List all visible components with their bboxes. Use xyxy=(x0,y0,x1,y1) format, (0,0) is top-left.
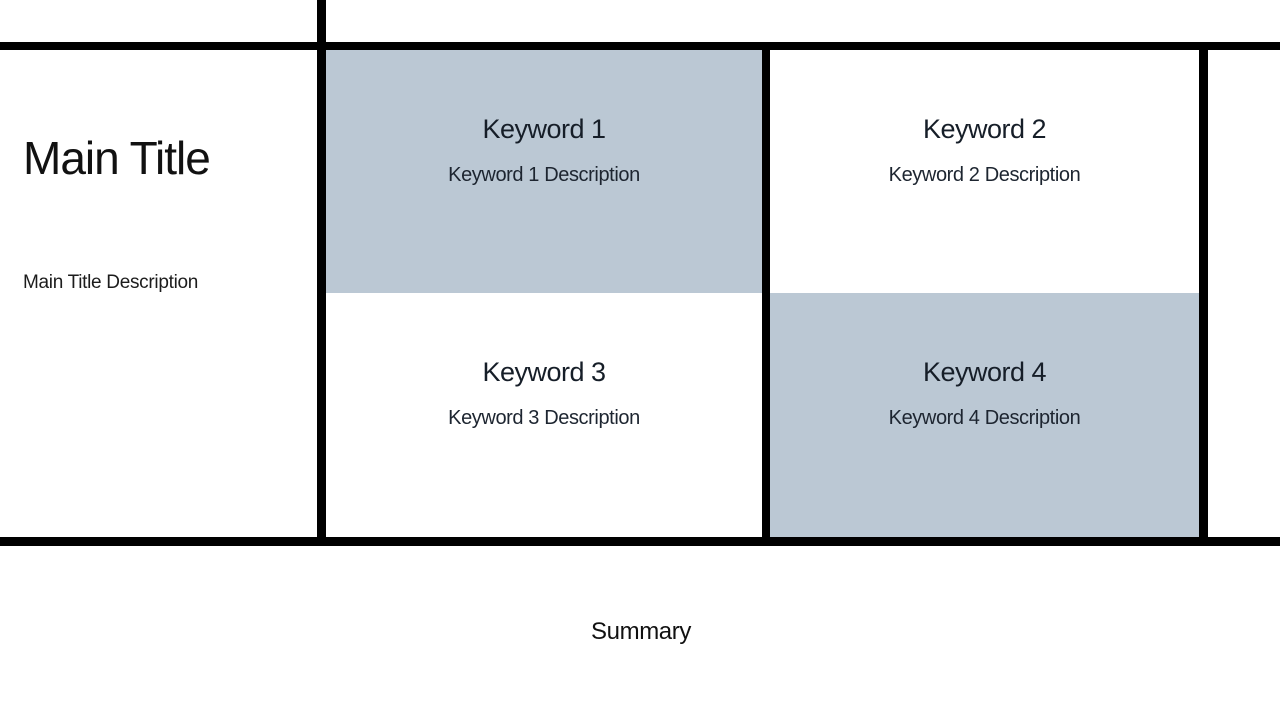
divider-vertical-middle xyxy=(762,42,770,546)
main-title-description: Main Title Description xyxy=(23,272,199,293)
keyword-cell-1: Keyword 1 Keyword 1 Description xyxy=(326,50,762,293)
keyword-3-description: Keyword 3 Description xyxy=(448,407,640,429)
keyword-cell-2: Keyword 2 Keyword 2 Description xyxy=(770,50,1199,293)
divider-horizontal-top xyxy=(0,42,1280,50)
divider-vertical-right xyxy=(1199,42,1208,546)
keyword-2-title: Keyword 2 xyxy=(922,114,1047,144)
divider-horizontal-bottom xyxy=(0,537,1280,546)
main-title: Main Title xyxy=(23,132,211,184)
keyword-cell-3: Keyword 3 Keyword 3 Description xyxy=(326,293,762,537)
keyword-cell-4: Keyword 4 Keyword 4 Description xyxy=(770,293,1199,537)
keyword-1-title: Keyword 1 xyxy=(482,114,606,144)
keyword-4-description: Keyword 4 Description xyxy=(888,407,1081,429)
keyword-2-description: Keyword 2 Description xyxy=(888,164,1081,186)
keyword-1-description: Keyword 1 Description xyxy=(448,164,640,186)
keyword-4-title: Keyword 4 xyxy=(922,357,1047,387)
keyword-3-title: Keyword 3 xyxy=(482,357,606,387)
main-title-panel: Main Title Main Title Description xyxy=(0,50,317,537)
divider-vertical-left xyxy=(317,0,326,546)
summary-text: Summary xyxy=(591,618,691,645)
